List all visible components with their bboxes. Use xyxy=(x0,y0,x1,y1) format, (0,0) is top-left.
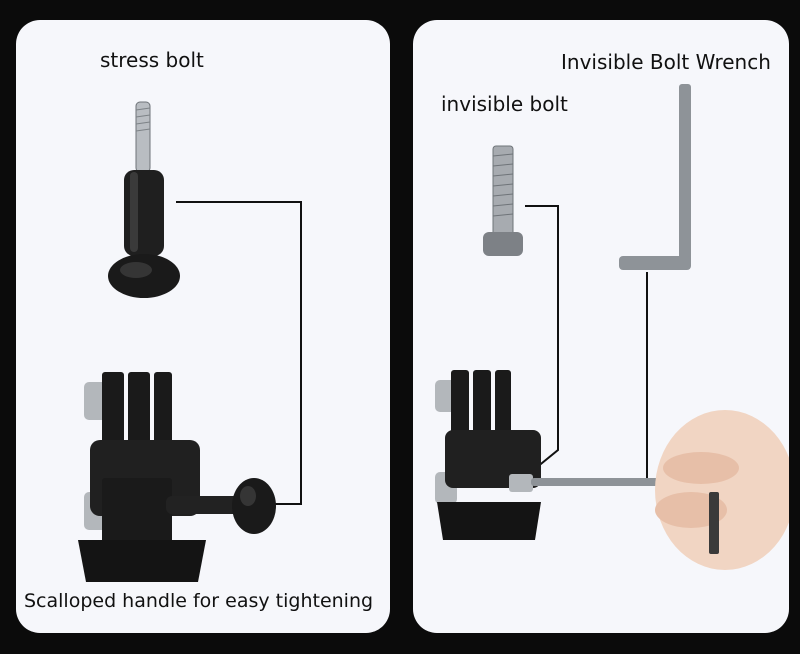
invisible-bolt-image xyxy=(483,145,523,256)
wrench-image xyxy=(619,84,691,270)
bolt-callout-line xyxy=(525,205,559,473)
mount-image xyxy=(435,370,541,540)
wrench-shaft xyxy=(531,478,661,486)
invisible-bolt-label: invisible bolt xyxy=(441,92,568,116)
callout-line xyxy=(176,201,302,505)
invisible-bolt-illustration xyxy=(435,84,789,570)
stress-bolt-label: stress bolt xyxy=(100,48,204,72)
scalloped-handle-caption: Scalloped handle for easy tightening xyxy=(24,590,374,612)
invisible-bolt-panel: invisible bolt Invisible Bolt Wrench xyxy=(413,20,789,633)
mount-image xyxy=(78,372,276,582)
stress-bolt-image xyxy=(108,101,180,298)
hand-image xyxy=(655,410,789,570)
stress-bolt-panel: stress bolt Scalloped handle for easy ti… xyxy=(16,20,390,633)
stress-bolt-illustration xyxy=(78,101,302,582)
invisible-bolt-wrench-label: Invisible Bolt Wrench xyxy=(561,50,771,74)
